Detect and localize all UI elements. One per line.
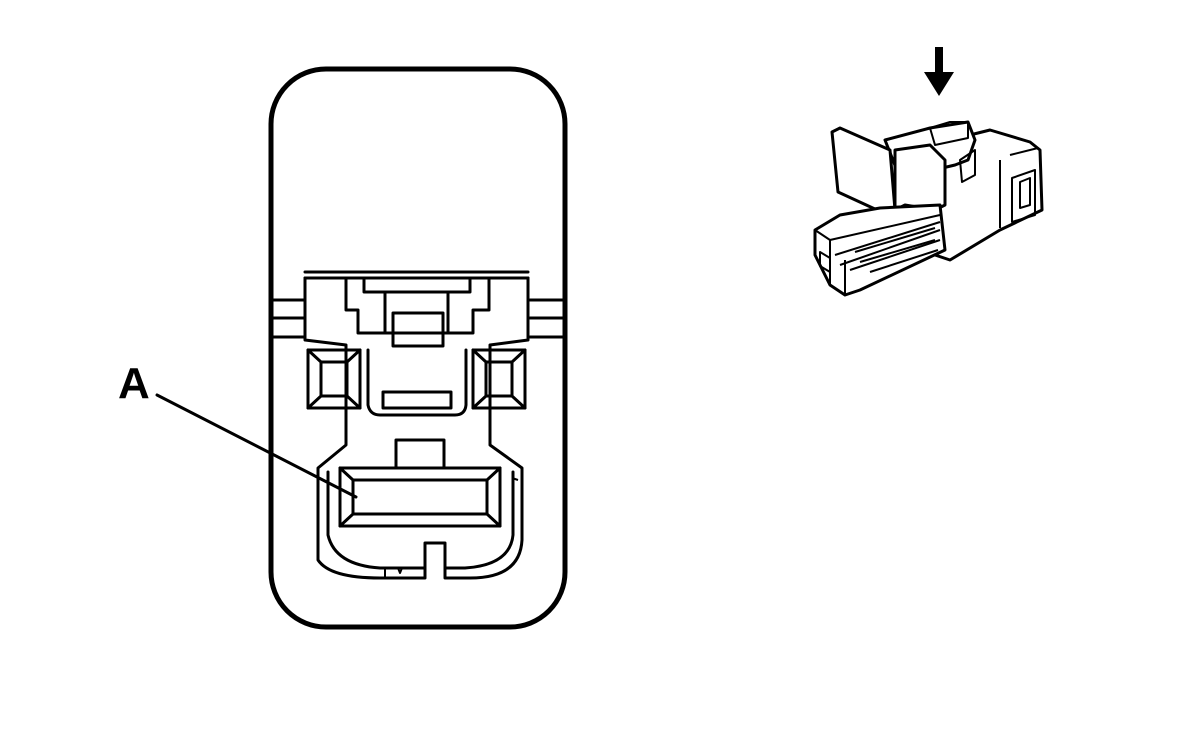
top-latch-window (391, 311, 445, 348)
inner-body-contour (326, 470, 515, 570)
iso-nose-rails (854, 227, 939, 273)
connector-front-view (268, 66, 568, 630)
callout-label-a: A (118, 359, 150, 408)
right-bevel-block (471, 348, 527, 410)
inner-body-outline (303, 276, 530, 580)
top-latch-inner (362, 276, 472, 335)
lock-feature-a (338, 466, 502, 528)
callout-leader-line (155, 393, 358, 499)
left-bevel-block (306, 348, 362, 410)
top-latch-outer (344, 276, 491, 335)
center-slot (366, 348, 468, 417)
iso-rear-body-details (999, 147, 1039, 228)
iso-front-nose-details (814, 214, 941, 295)
housing-divider-line (303, 270, 530, 280)
iso-latch-window (929, 121, 976, 183)
connector-housing-outline (268, 66, 568, 630)
iso-lever-support (893, 143, 947, 212)
right-side-tab (528, 298, 567, 339)
push-direction-arrow-icon (924, 47, 954, 96)
center-slot-bar (381, 390, 453, 410)
callout-a: A (118, 359, 358, 499)
bottom-detail (384, 477, 519, 578)
left-side-tab (269, 298, 307, 339)
connector-isometric-view (813, 120, 1044, 297)
lock-upper-tab (394, 438, 446, 470)
